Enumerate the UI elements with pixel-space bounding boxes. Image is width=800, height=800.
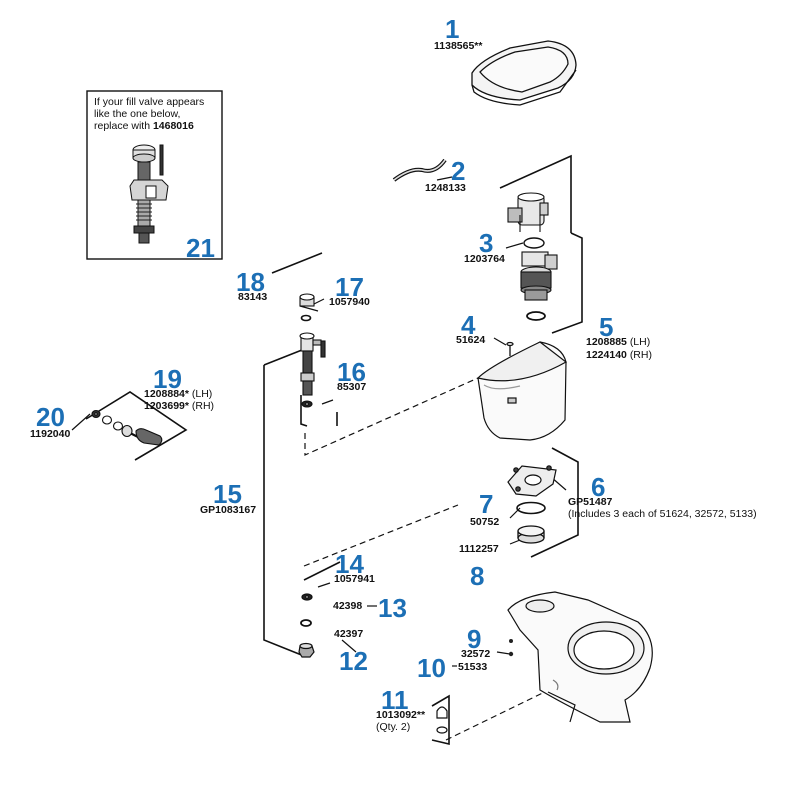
part-number-19-lh: 1208884* (LH) (144, 388, 213, 400)
flush-valve-gasket-part (516, 501, 546, 515)
callout-7: 7 (479, 489, 494, 519)
callout-2: 2 (451, 156, 466, 186)
callout-10: 10 (417, 653, 446, 683)
part-number-8: 1112257 (459, 543, 499, 555)
callout-14: 14 (335, 549, 364, 579)
bowl-bolt-parts (508, 639, 514, 657)
bracket-15 (263, 365, 305, 657)
trip-lever-part (91, 409, 163, 446)
part-number-5-lh: 1208885 (LH) (586, 336, 651, 348)
part-number-3: 1203764 (464, 253, 505, 265)
part-number-12: 42397 (334, 628, 364, 640)
part-number-11: 1013092** (376, 709, 426, 721)
callout-1: 1 (445, 14, 460, 44)
toilet-bowl-part (507, 591, 653, 723)
flush-valve-part (507, 192, 549, 232)
callout-9: 9 (467, 624, 482, 654)
part-number-2: 1248133 (425, 182, 466, 194)
bracket-fill-valve-left (263, 347, 308, 366)
callout-19: 19 (153, 364, 182, 394)
bracket-flush-valve (499, 154, 572, 233)
tank-to-bowl-kit-part (507, 465, 557, 497)
inset-note-line-2: like the one below, (94, 108, 181, 120)
tank-to-bowl-gasket-part (517, 525, 545, 544)
part-number-18: 83143 (238, 291, 268, 303)
part-number-16: 85307 (337, 381, 367, 393)
callout-20: 20 (36, 402, 65, 432)
bracket-tank (551, 232, 583, 334)
part-number-1: 1138565** (434, 40, 483, 52)
callout-12: 12 (339, 646, 368, 676)
callout-21: 21 (186, 233, 215, 263)
part-number-20: 1192040 (30, 428, 71, 440)
part-number-7: 50752 (470, 516, 500, 528)
callout-16: 16 (337, 357, 366, 387)
fill-valve-inset-box (86, 90, 223, 260)
part-number-14: 1057941 (334, 573, 375, 585)
bracket-6 (530, 447, 579, 558)
callout-5: 5 (599, 312, 614, 342)
flush-valve-seal-part (523, 237, 545, 249)
bracket-19 (85, 391, 188, 461)
gasket-part (526, 311, 546, 321)
callout-13: 13 (378, 593, 407, 623)
quantity-note-11: (Qty. 2) (376, 721, 411, 733)
toilet-tank-part (476, 341, 568, 441)
part-number-17: 1057940 (329, 296, 370, 308)
tank-lid-part (471, 40, 577, 106)
kit-contents-note: (Includes 3 each of 51624, 32572, 5133) (568, 508, 757, 520)
inset-note-line-3: replace with 1468016 (94, 120, 194, 132)
part-number-4: 51624 (456, 334, 486, 346)
bolt-cap-part (436, 706, 448, 734)
callout-6: 6 (591, 472, 606, 502)
part-number-19-rh: 1203699* (RH) (144, 400, 215, 412)
callout-3: 3 (479, 228, 494, 258)
callout-15: 15 (213, 479, 242, 509)
callout-4: 4 (461, 310, 476, 340)
callout-11: 11 (381, 685, 409, 715)
part-number-9: 32572 (461, 648, 491, 660)
replacement-fill-valve-part (129, 144, 169, 244)
callout-17: 17 (335, 272, 364, 302)
bracket-11 (431, 694, 450, 746)
flush-valve-body-part (520, 251, 558, 301)
part-number-13: 42398 (333, 600, 363, 612)
part-number-6: GP51487 (568, 496, 613, 508)
supply-washers-part (298, 593, 315, 658)
dashed-fill-valve-line (304, 377, 479, 456)
callout-8: 8 (470, 561, 485, 591)
fill-valve-part (299, 293, 326, 408)
callout-18: 18 (236, 267, 265, 297)
inset-note-line-1: If your fill valve appears (94, 96, 205, 108)
part-number-10: 51533 (458, 661, 488, 673)
bracket-fill-valve-top (271, 252, 323, 274)
part-number-15: GP1083167 (200, 504, 257, 516)
part-number-5-rh: 1224140 (RH) (586, 349, 652, 361)
